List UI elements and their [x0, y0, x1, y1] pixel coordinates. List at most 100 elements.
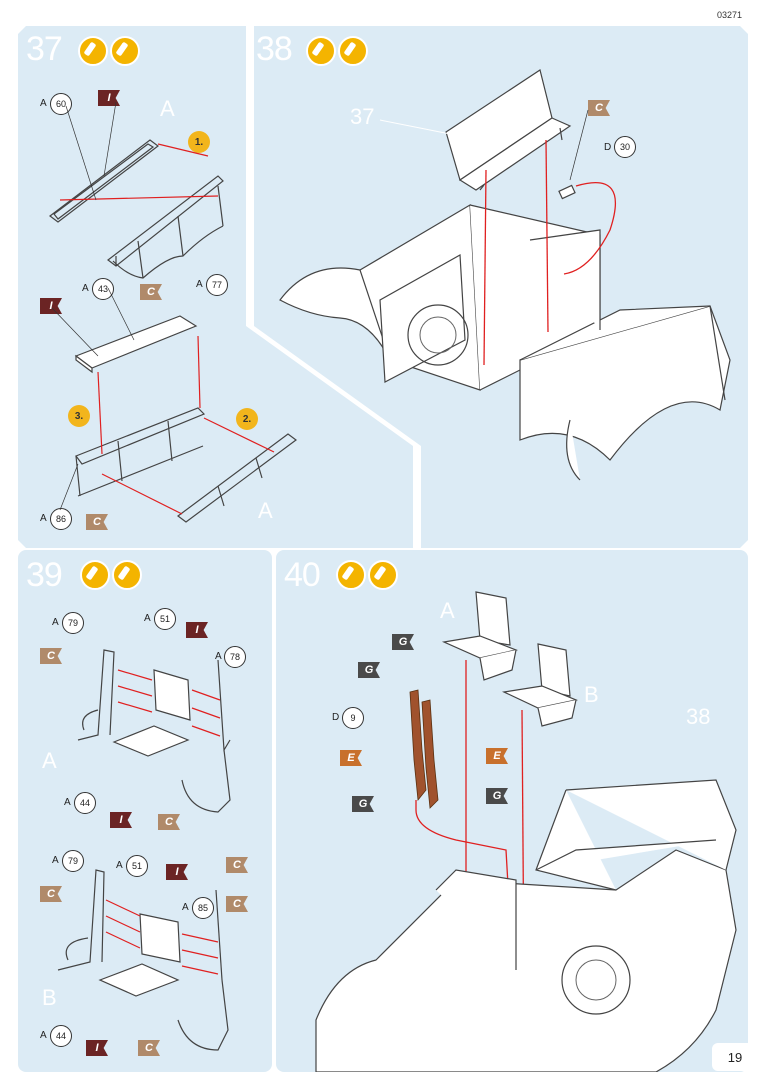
sprue-letter: A — [40, 98, 47, 109]
sprue-letter: A — [52, 617, 59, 628]
paint-flag-g: G — [352, 796, 374, 812]
sprue-letter: D — [604, 142, 612, 153]
paint-flag-g: G — [358, 662, 380, 678]
seat-a-part — [441, 591, 519, 681]
leader-line — [379, 119, 451, 135]
arrow — [157, 143, 209, 157]
leader-line — [65, 105, 97, 201]
sprue-letter: A — [116, 860, 123, 871]
seat-b-part — [501, 643, 579, 727]
glue-icon — [306, 36, 336, 66]
backrest-part — [49, 139, 159, 223]
sprue-letter: A — [196, 279, 203, 290]
seat-b-back — [139, 913, 181, 963]
page-number: 19 — [712, 1043, 758, 1071]
part-number: 79 — [62, 612, 84, 634]
seat-a-cushion — [112, 725, 190, 757]
paint-brush-icon — [338, 36, 368, 66]
rifle-2 — [421, 699, 439, 809]
paint-flag-e: E — [340, 750, 362, 766]
part-number: 60 — [50, 93, 72, 115]
ghost-label-a: A — [440, 598, 455, 623]
vehicle-body-part — [279, 203, 731, 481]
sprue-letter: A — [52, 855, 59, 866]
glue-icon — [80, 560, 110, 590]
paint-flag-c: C — [140, 284, 162, 300]
part-number: 43 — [92, 278, 114, 300]
arrow — [197, 335, 201, 409]
order-marker-3: 3. — [68, 405, 90, 427]
sprue-letter: A — [182, 902, 189, 913]
paint-flag-g: G — [486, 788, 508, 804]
step-38-drawing — [279, 69, 731, 481]
seat-b-cushion — [98, 963, 180, 997]
paint-flag-c: C — [138, 1040, 160, 1056]
reference-step-label: 38 — [686, 704, 711, 729]
paint-brush-icon — [112, 560, 142, 590]
seat-b-frame — [57, 869, 229, 1051]
part-number: 44 — [50, 1025, 72, 1047]
seat-a-back — [153, 669, 191, 721]
part-number: 85 — [192, 897, 214, 919]
paint-flag-c: C — [86, 514, 108, 530]
leader-line — [107, 287, 135, 341]
paint-flag-g: G — [392, 634, 414, 650]
paint-flag-c: C — [588, 100, 610, 116]
part-number: 78 — [224, 646, 246, 668]
sprue-letter: A — [215, 651, 222, 662]
backrest-part-2 — [176, 433, 298, 523]
part-number: 9 — [342, 707, 364, 729]
arrow — [97, 371, 103, 455]
part-number: 44 — [74, 792, 96, 814]
glue-icon — [336, 560, 366, 590]
seat-a-arrows — [117, 669, 221, 737]
leader-line — [59, 463, 79, 511]
panel-39-shape — [18, 550, 272, 1072]
paint-flag-c: C — [158, 814, 180, 830]
rifle-1 — [409, 689, 427, 802]
paint-flag-i: I — [98, 90, 120, 106]
step-40-number: 40 — [284, 556, 321, 594]
bench-frame-part — [75, 407, 206, 497]
leader-line — [569, 109, 589, 181]
vehicle-rear-part — [315, 779, 737, 1072]
step-37-number: 37 — [26, 30, 63, 68]
sprue-letter: A — [82, 283, 89, 294]
seat-b-arrows — [105, 899, 219, 975]
step-37-drawing — [49, 101, 298, 523]
sprue-letter: A — [144, 613, 151, 624]
paint-brush-icon — [110, 36, 140, 66]
bench-seat-part — [445, 69, 572, 191]
seat-cushion-part — [74, 315, 198, 374]
paint-flag-c: C — [40, 886, 62, 902]
order-marker-2: 2. — [236, 408, 258, 430]
paint-brush-icon — [368, 560, 398, 590]
part-number: 30 — [614, 136, 636, 158]
ghost-label-b: B — [42, 985, 57, 1010]
order-marker-1: 1. — [188, 131, 210, 153]
arrow — [483, 169, 487, 366]
paint-flag-i: I — [40, 298, 62, 314]
leader-line — [103, 101, 117, 177]
glue-icon — [78, 36, 108, 66]
paint-flag-c: C — [40, 648, 62, 664]
part-number: 79 — [62, 850, 84, 872]
spare-wheel-hub — [575, 959, 617, 1001]
arrow — [545, 139, 549, 333]
small-part-d30 — [558, 184, 576, 200]
ghost-label-a: A — [258, 498, 273, 523]
arrow — [203, 417, 275, 453]
paint-flag-i: I — [86, 1040, 108, 1056]
sprue-letter: A — [40, 1030, 47, 1041]
arrow — [101, 473, 183, 515]
step-38-number: 38 — [256, 30, 293, 68]
spare-wheel-hub — [419, 316, 457, 354]
sprue-letter: A — [64, 797, 71, 808]
document-code: 03271 — [716, 10, 742, 20]
ghost-label-a: A — [42, 748, 57, 773]
paint-flag-e: E — [486, 748, 508, 764]
seat-a-frame — [77, 649, 231, 813]
seat-frame-part — [107, 175, 224, 279]
step-39-panel — [18, 550, 272, 1072]
part-number: 51 — [126, 855, 148, 877]
